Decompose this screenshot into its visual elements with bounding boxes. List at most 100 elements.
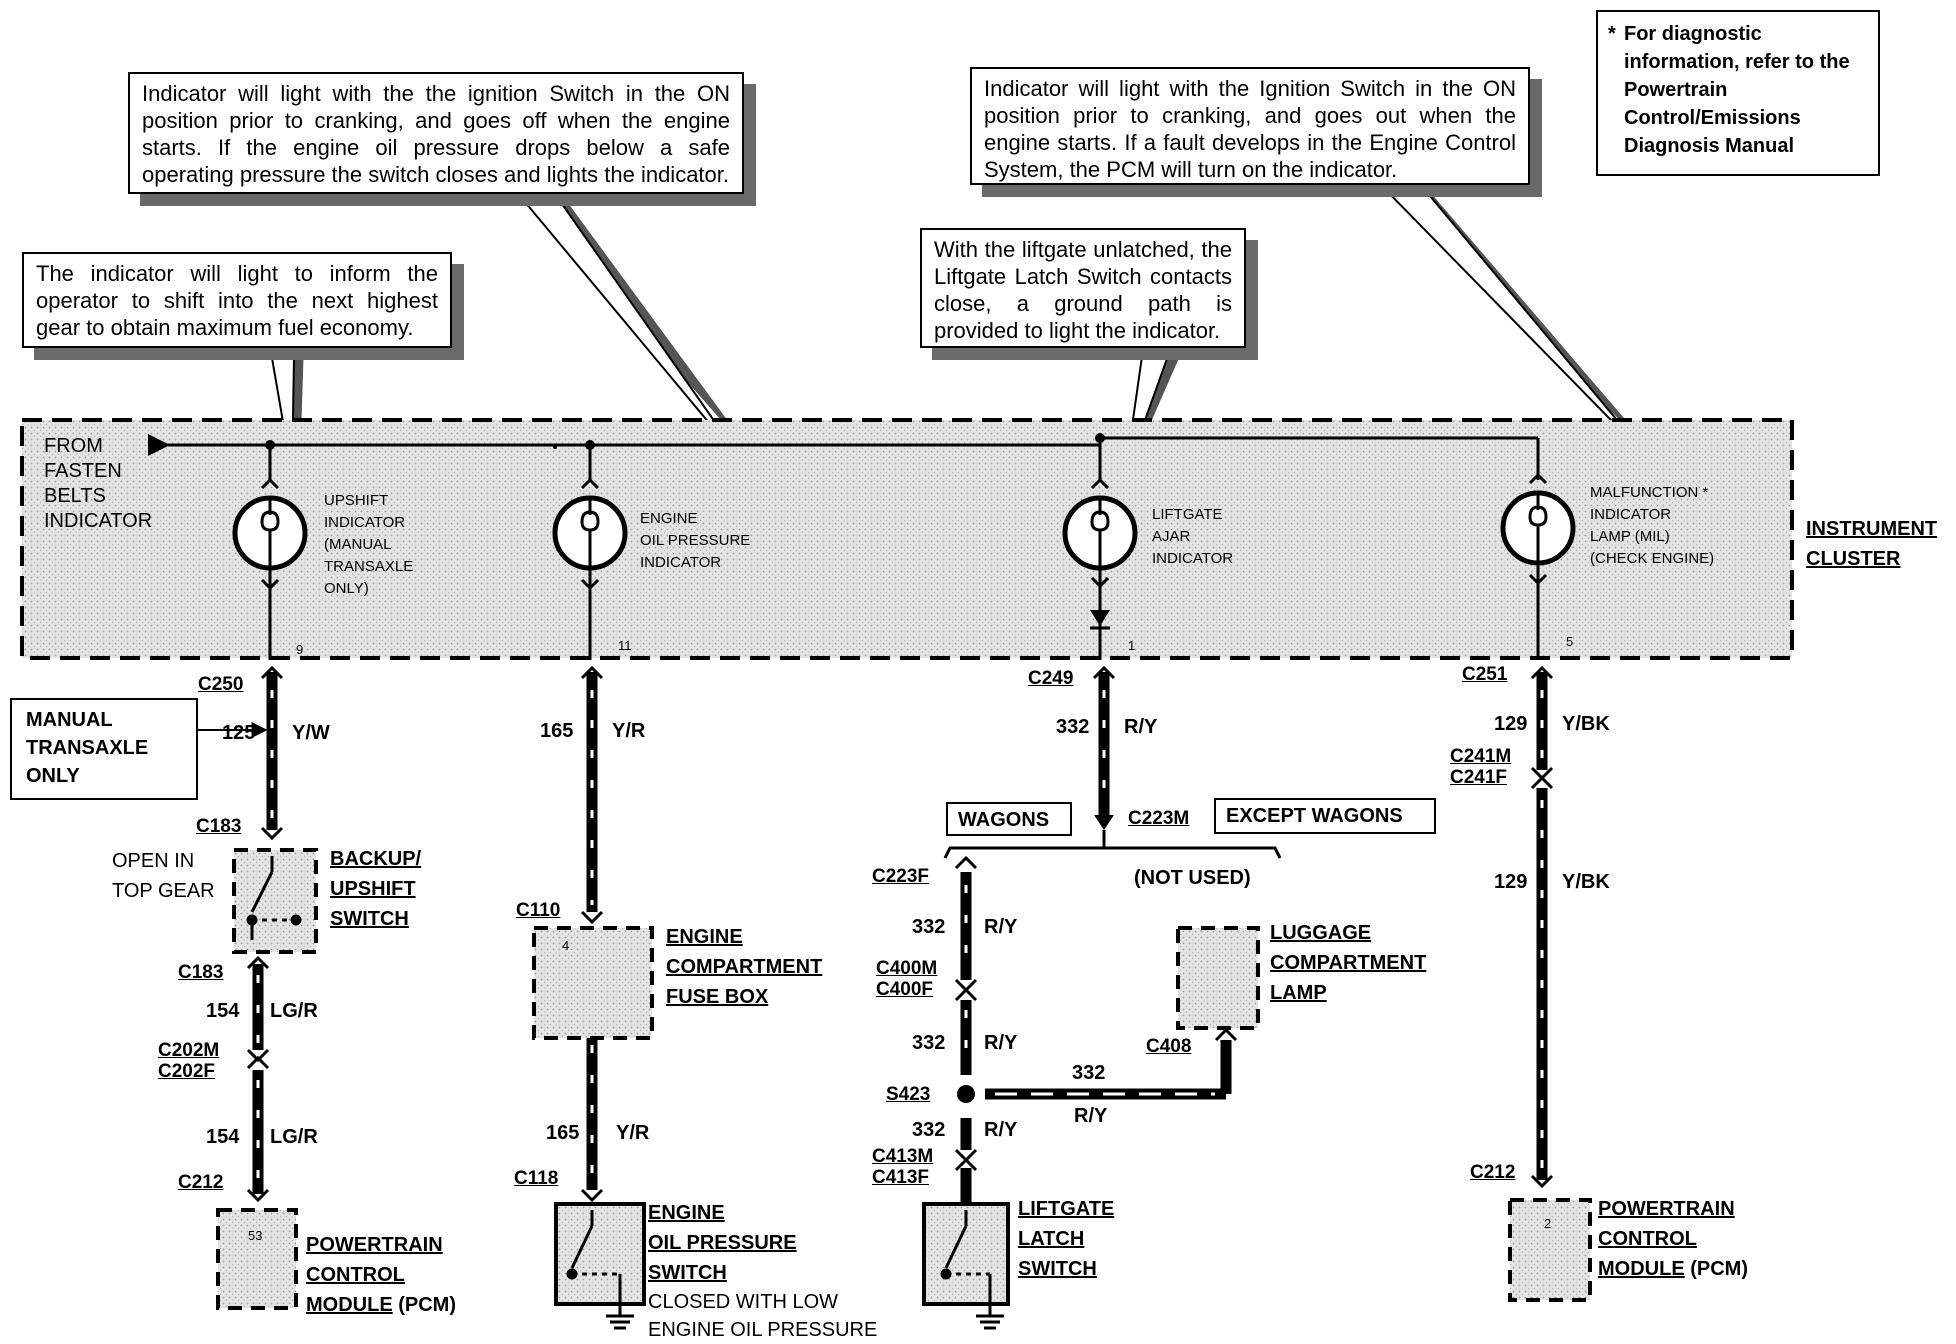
not-used-label: (NOT USED)	[1134, 867, 1251, 889]
manual-line-1: MANUAL	[26, 709, 113, 731]
mil-label-1: MALFUNCTION *	[1590, 484, 1709, 501]
upshift-indicator-label: UPSHIFT INDICATOR (MANUAL TRANSAXLE ONLY…	[324, 490, 413, 600]
wire-125-color: Y/W	[292, 722, 330, 744]
splice-s423: S423	[886, 1084, 931, 1105]
liftgate-label-1: LIFTGATE	[1152, 506, 1223, 523]
wire-129b-number: 129	[1494, 871, 1528, 893]
wire-154a-color: LG/R	[270, 1000, 318, 1022]
from-line-3: BELTS	[44, 485, 106, 507]
fuse-box-label: ENGINE COMPARTMENT FUSE BOX	[666, 922, 822, 1012]
bus-splices	[265, 433, 1105, 450]
wire-129a-color: Y/BK	[1562, 713, 1610, 735]
pcm-pin-2: 2	[1544, 1216, 1552, 1231]
backup-switch-icon	[246, 856, 302, 940]
pin-mil: 5	[1566, 634, 1574, 649]
wire-154b-color: LG/R	[270, 1126, 318, 1148]
wire-332b-number: 332	[912, 916, 946, 938]
wire-332e-number: 332	[1072, 1062, 1106, 1084]
backup-switch-3: SWITCH	[330, 908, 409, 930]
connector-c400f: C400F	[876, 979, 934, 1000]
open-line-2: TOP GEAR	[112, 880, 215, 902]
connector-c223m: C223M	[1128, 808, 1190, 829]
lamp-label-2: COMPARTMENT	[1270, 952, 1427, 974]
lamp-label-3: LAMP	[1270, 982, 1327, 1004]
liftgate-label-3: INDICATOR	[1152, 550, 1234, 567]
closed-line-1: CLOSED WITH LOW	[648, 1291, 839, 1313]
oil-label-3: INDICATOR	[640, 554, 722, 571]
pin-oil: 11	[618, 638, 632, 653]
note-text: For diagnostic information, refer to the…	[1624, 23, 1850, 157]
connector-c400m: C400M	[876, 958, 938, 979]
backup-upshift-switch-label: BACKUP/ UPSHIFT SWITCH	[330, 844, 421, 934]
instrument-cluster-area	[20, 418, 1794, 660]
pcm-right-suffix: (PCM)	[1684, 1258, 1748, 1280]
latch-label-3: SWITCH	[1018, 1258, 1097, 1280]
manual-transaxle-box: MANUAL TRANSAXLE ONLY	[10, 698, 198, 800]
wire-165b-color: Y/R	[616, 1122, 650, 1144]
from-line-2: FASTEN	[44, 460, 122, 482]
wire-165a-color: Y/R	[612, 720, 646, 742]
latch-label-2: LATCH	[1018, 1228, 1085, 1250]
pcm-right-label: POWERTRAIN CONTROL MODULE (PCM)	[1598, 1194, 1748, 1284]
manual-line-3: ONLY	[26, 765, 80, 787]
c223m-arrow-icon	[1094, 815, 1114, 830]
upshift-label-1: UPSHIFT	[324, 492, 389, 509]
connector-c223f: C223F	[872, 866, 930, 887]
from-fasten-belts-label: FROM FASTEN BELTS INDICATOR	[44, 434, 152, 534]
oil-switch-3: SWITCH	[648, 1262, 727, 1284]
wire-332e-color: R/Y	[1074, 1105, 1108, 1127]
wire-332a-number: 332	[1056, 716, 1090, 738]
diagnostic-note: * For diagnostic information, refer to t…	[1596, 10, 1880, 176]
wire-tracers	[256, 690, 1544, 1190]
pcm-right-3: MODULE	[1598, 1258, 1685, 1280]
lamp-label-1: LUGGAGE	[1270, 922, 1372, 944]
pcm-pin-53: 53	[248, 1228, 263, 1243]
latch-label-1: LIFTGATE	[1018, 1198, 1115, 1220]
mil-label-3: LAMP (MIL)	[1590, 528, 1670, 545]
wire-332d-number: 332	[912, 1119, 946, 1141]
luggage-lamp-label: LUGGAGE COMPARTMENT LAMP	[1270, 918, 1426, 1008]
solid-switch-boxes	[554, 1202, 1010, 1306]
connector-c249: C249	[1028, 668, 1074, 689]
wire-154a-number: 154	[206, 1000, 240, 1022]
oil-switch-icon	[566, 1210, 634, 1330]
wire-332c-number: 332	[912, 1032, 946, 1054]
connector-c118: C118	[514, 1168, 559, 1189]
open-in-top-gear-label: OPEN IN TOP GEAR	[112, 846, 215, 906]
wire-125-number: 125	[222, 722, 256, 744]
connector-c241f: C241F	[1450, 767, 1508, 788]
upshift-label-5: ONLY)	[324, 580, 369, 597]
pcm-left-1: POWERTRAIN	[306, 1234, 443, 1256]
wire-129a-number: 129	[1494, 713, 1528, 735]
pcm-right-1: POWERTRAIN	[1598, 1198, 1735, 1220]
upshift-label-3: (MANUAL	[324, 536, 392, 553]
connector-c241m: C241M	[1450, 746, 1512, 767]
oil-switch-1: ENGINE	[648, 1202, 725, 1224]
instrument-cluster-title: INSTRUMENT CLUSTER	[1806, 514, 1937, 574]
liftgate-latch-switch-label: LIFTGATE LATCH SWITCH	[1018, 1194, 1114, 1284]
cluster-title-2: CLUSTER	[1806, 548, 1901, 570]
oil-pressure-switch-label: ENGINE OIL PRESSURE SWITCH	[648, 1198, 797, 1288]
from-line-1: FROM	[44, 435, 103, 457]
oil-switch-2: OIL PRESSURE	[648, 1232, 797, 1254]
liftgate-indicator-label: LIFTGATE AJAR INDICATOR	[1152, 504, 1233, 570]
pcm-left-suffix: (PCM)	[392, 1294, 456, 1316]
connector-c250: C250	[198, 674, 244, 695]
wagons-bracket	[943, 846, 1282, 859]
cluster-title-1: INSTRUMENT	[1806, 518, 1938, 540]
fuse-label-3: FUSE BOX	[666, 986, 769, 1008]
pin-upshift: 9	[296, 642, 304, 657]
note-asterisk: *	[1608, 23, 1616, 45]
connector-c110: C110	[516, 900, 561, 921]
wire-332d-color: R/Y	[984, 1119, 1018, 1141]
pcm-left-label: POWERTRAIN CONTROL MODULE (PCM)	[306, 1230, 456, 1320]
closed-line-2: ENGINE OIL PRESSURE	[648, 1319, 878, 1341]
mil-bulb-icon	[1500, 472, 1576, 660]
component-boxes	[216, 848, 1592, 1310]
backup-switch-1: BACKUP/	[330, 848, 422, 870]
backup-switch-2: UPSHIFT	[330, 878, 416, 900]
wagons-box: WAGONS	[946, 802, 1072, 836]
upshift-callout: The indicator will light to inform the o…	[22, 252, 452, 348]
wire-332a-color: R/Y	[1124, 716, 1158, 738]
